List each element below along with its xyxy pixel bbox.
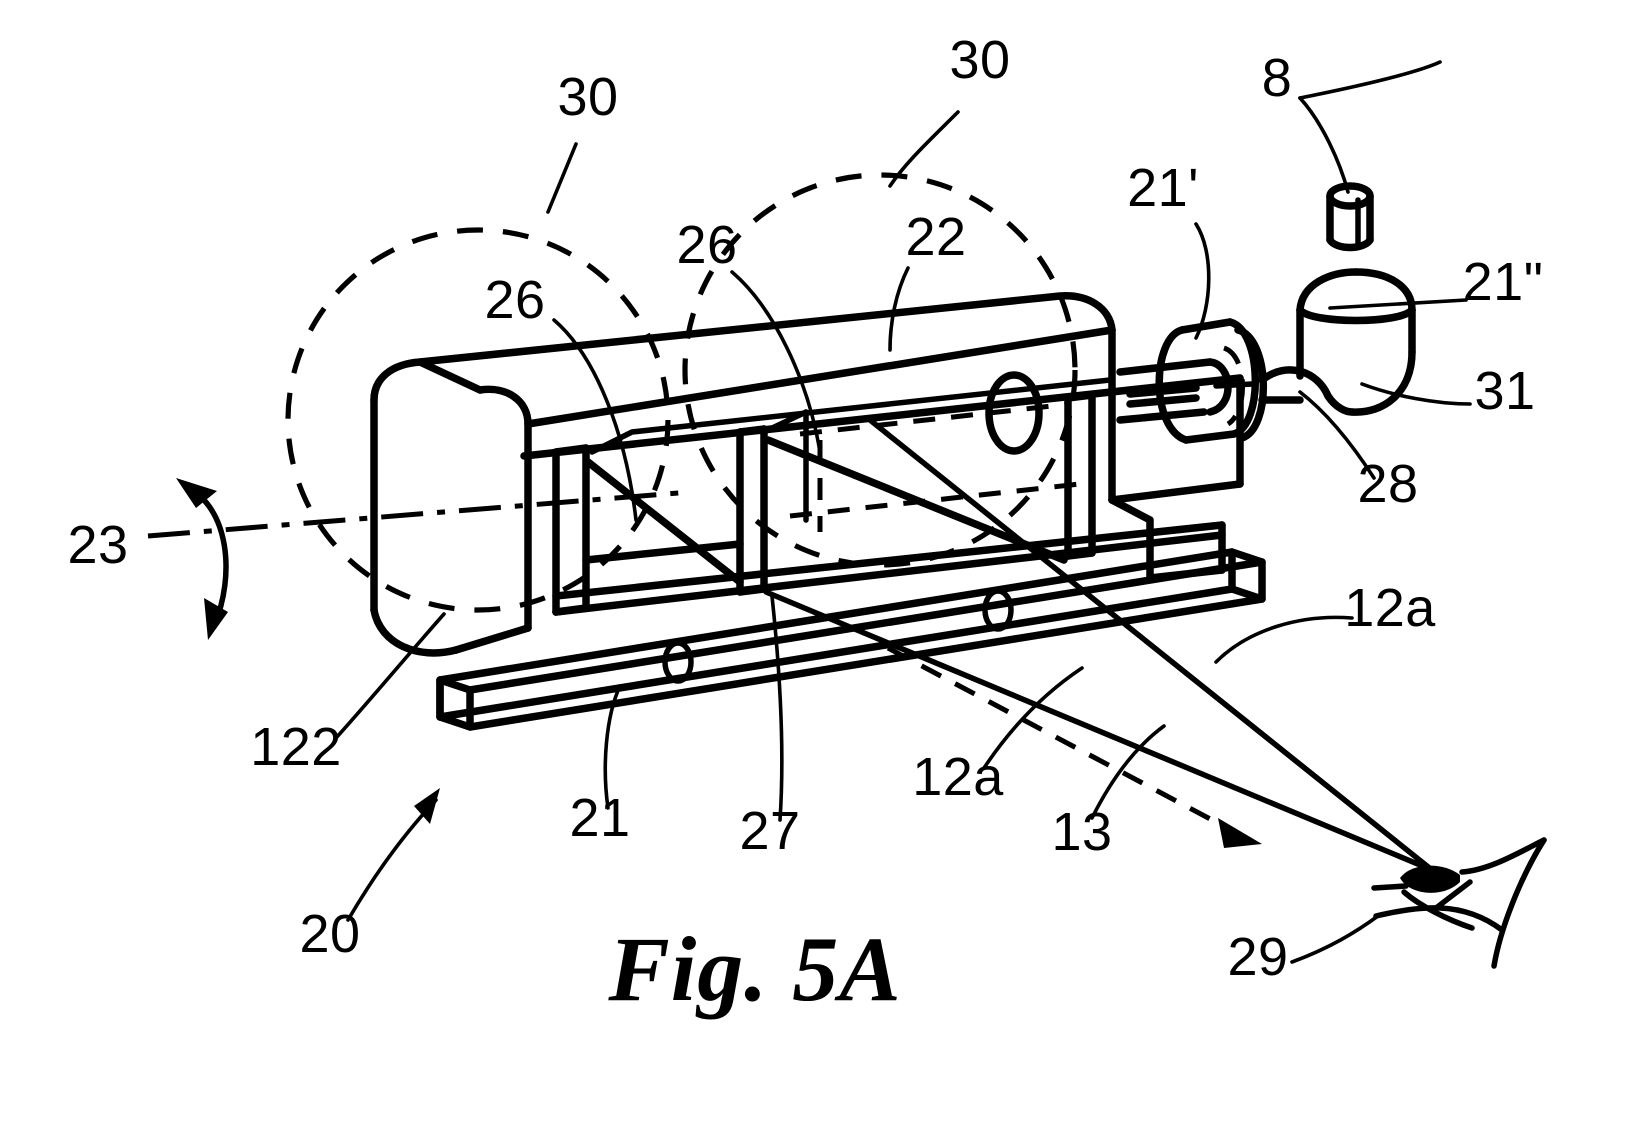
ref-numeral-21-dprime: 21" bbox=[1463, 252, 1544, 312]
leader-lines bbox=[334, 60, 1472, 964]
dashed-detail-circle-right bbox=[682, 172, 1078, 568]
dashed-detail-circle-left bbox=[285, 227, 671, 613]
ref-numeral-30-left: 30 bbox=[557, 67, 618, 127]
figure-caption: Fig. 5A bbox=[607, 918, 901, 1020]
housing-assembly bbox=[370, 292, 1244, 657]
ref-numeral-26-upper: 26 bbox=[676, 215, 737, 275]
ref-numeral-30-right: 30 bbox=[949, 30, 1010, 90]
ref-numeral-26-lower: 26 bbox=[484, 270, 545, 330]
ref-numeral-8: 8 bbox=[1262, 48, 1293, 108]
ref-numeral-13: 13 bbox=[1051, 802, 1112, 862]
ref-numeral-29: 29 bbox=[1227, 927, 1288, 987]
base-rail bbox=[436, 548, 1266, 731]
ref-numeral-12a-left: 12a bbox=[912, 747, 1004, 807]
ref-numeral-23: 23 bbox=[67, 515, 128, 575]
ref-numeral-21-prime: 21' bbox=[1127, 158, 1199, 218]
ref-numeral-22: 22 bbox=[905, 207, 966, 267]
shaft-and-flange bbox=[1116, 318, 1268, 444]
ref-numeral-27: 27 bbox=[739, 801, 800, 861]
ref-numeral-12a-right: 12a bbox=[1344, 578, 1436, 638]
ref-numeral-31: 31 bbox=[1474, 361, 1535, 421]
reference-numeral-labels: 30 30 8 21' 22 26 26 21" 31 28 23 12a 12… bbox=[67, 30, 1544, 987]
observer-eye-symbol bbox=[1371, 837, 1547, 969]
ref-numeral-28: 28 bbox=[1357, 454, 1418, 514]
ref-numeral-20: 20 bbox=[299, 904, 360, 964]
ref-numeral-21: 21 bbox=[569, 788, 630, 848]
light-cone-rays bbox=[763, 417, 1435, 873]
rotation-axis-group bbox=[147, 478, 691, 640]
ref-numeral-122: 122 bbox=[250, 717, 342, 777]
elbow-fitting-assembly bbox=[1258, 182, 1416, 416]
